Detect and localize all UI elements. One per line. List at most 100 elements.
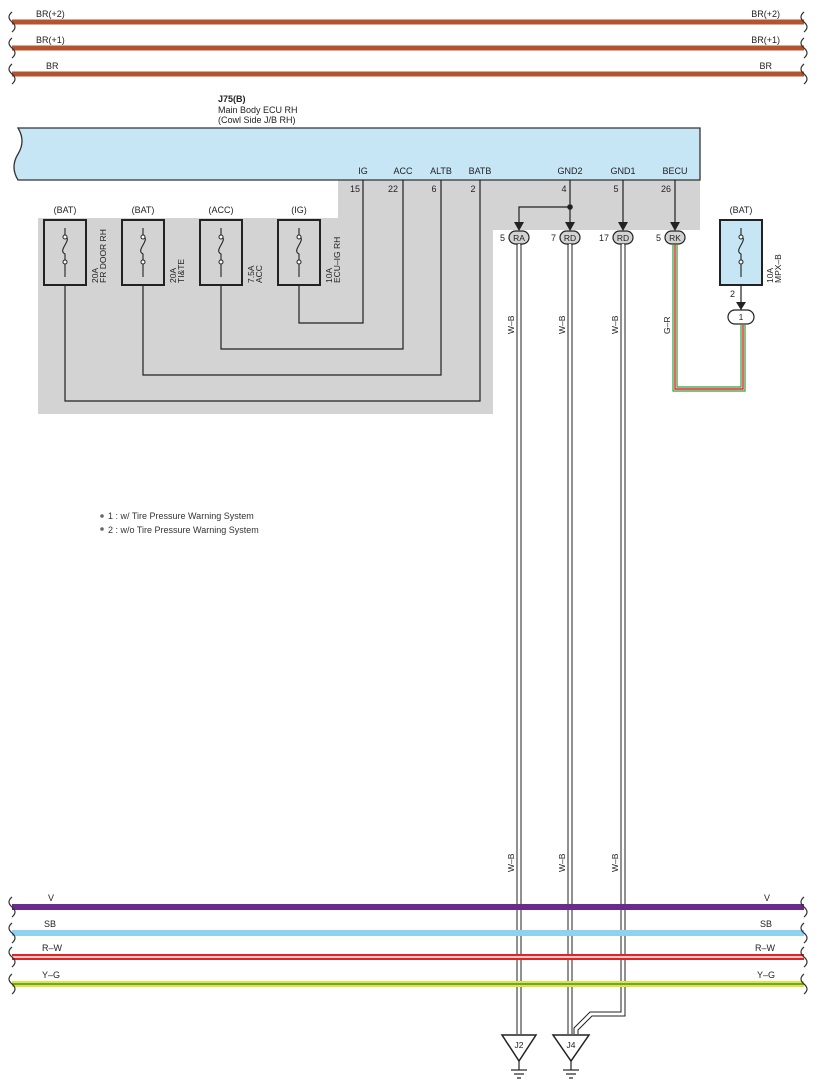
bus-label-right: BR(+1) [751,35,780,45]
pin-name-acc: ACC [393,166,413,176]
ground-label: J4 [567,1040,576,1050]
pin-num-batb: 2 [470,184,475,194]
pin-name-ig: IG [358,166,368,176]
wire-label-bottom: W–B [506,853,516,872]
wire-label-top: G–R [662,317,672,334]
ecu-body [13,127,701,181]
fuse-name: MPX–B [773,254,783,283]
ecu-code: J75(B) [218,94,246,104]
fuse-name: ACC [254,265,264,283]
bus-sb: SB SB [8,919,808,944]
wire-label-top: W–B [557,315,567,334]
fuse-terminal-icon [218,234,224,240]
wire-gnd2-branch [518,206,570,228]
pin-num-gnd2: 4 [561,184,566,194]
pin-name-becu: BECU [662,166,687,176]
ecu-sub: (Cowl Side J/B RH) [218,115,296,125]
fuse-terminal-icon [296,259,302,265]
fuse-terminal-icon [296,234,302,240]
bus-label-left: R–W [42,943,63,953]
arrow-down-icon [618,222,628,231]
connector-code: RA [513,233,525,243]
ecu-name: Main Body ECU RH [218,105,298,115]
fuse-amp: 20A [90,268,100,283]
pin-name-gnd2: GND2 [557,166,582,176]
bus-break-right [800,922,808,944]
fuse-terminal-icon [738,259,744,265]
pin-num-altb: 6 [431,184,436,194]
ground-triangle-icon [551,1034,591,1063]
ground-j4: J4 [551,1034,591,1079]
fuse-box [277,219,321,286]
fuse-amp: 10A [765,268,775,283]
connector-code: RK [669,233,681,243]
bus-br: BR BR [8,61,808,85]
bus-br-plus2: BR(+2) BR(+2) [8,9,808,33]
arrow-down-icon [565,222,575,231]
bus-label-right: Y–G [757,970,775,980]
bullet-icon [100,527,104,531]
fuse-box [121,219,165,286]
connector-pin: 17 [599,233,609,243]
connector-pin: 5 [500,233,505,243]
pin-name-batb: BATB [469,166,492,176]
bus-r-w: R–W R–W [8,943,808,968]
wire-labels: W–B W–B W–B G–R W–B W–B W–B [506,315,672,872]
bus-label-left: SB [44,919,56,929]
ground-wiring-top [518,180,676,228]
fuse-name: FR DOOR RH [98,229,108,283]
notes: 1 : w/ Tire Pressure Warning System 2 : … [100,511,259,535]
bus-label-left: BR(+2) [36,9,65,19]
bullet-icon [100,514,104,518]
internal-wiring [64,180,481,402]
bus-break-right [800,973,808,995]
ecu-pins: IG ACC ALTB BATB GND2 GND1 BECU 15 22 6 … [350,166,688,194]
pin-num-becu: 26 [661,184,671,194]
bus-break-left [8,37,16,59]
wire-gr [672,244,746,392]
bus-label-right: BR(+2) [751,9,780,19]
ground-j2: J2 [500,1034,538,1079]
fuse-supply: (BAT) [730,205,753,215]
ecu-title: J75(B) Main Body ECU RH (Cowl Side J/B R… [218,94,298,125]
fuse-fr-door-rh: (BAT) 20A FR DOOR RH [43,205,108,286]
junction-pill [727,309,755,325]
bus-break-right [800,37,808,59]
fuse-amp: 20A [168,268,178,283]
connector-rk: RK 5 [656,230,686,245]
note-2: 2 : w/o Tire Pressure Warning System [108,525,259,535]
wire-ig [298,180,364,324]
bus-label-right: BR [759,61,772,71]
fuse-terminal-icon [738,234,744,240]
wire-batb [64,180,481,402]
connector-pin: 7 [551,233,556,243]
fuse-name: TI&TE [176,259,186,283]
fuse-terminal-icon [140,234,146,240]
arrow-down-icon [736,302,746,310]
arrow-down-icon [514,222,524,231]
fuse-box [43,219,87,286]
junction-block-area [38,180,700,414]
note-1: 1 : w/ Tire Pressure Warning System [108,511,254,521]
pin-name-altb: ALTB [430,166,452,176]
bus-break-left [8,946,16,968]
fuse-acc: (ACC) 7.5A ACC [199,205,264,286]
fuse-ecu-ig-rh: (IG) 10A ECU–IG RH [277,205,342,286]
connector-code: RD [617,233,629,243]
fuse-terminal-icon [62,259,68,265]
wire-wb-rd-17 [573,244,626,1034]
fuse-ti-te: (BAT) 20A TI&TE [121,205,186,286]
bus-label-left: Y–G [42,970,60,980]
bus-label-left: BR(+1) [36,35,65,45]
fuse-amp: 7.5A [246,265,256,283]
fuse-terminal-icon [218,259,224,265]
connector-ra: RA 5 [500,230,530,245]
bus-break-left [8,922,16,944]
fuse-terminal-icon [62,234,68,240]
fuse-supply: (ACC) [209,205,234,215]
junction-label: 1 [739,312,744,322]
wire-label-bottom: W–B [610,853,620,872]
fuse-supply: (IG) [291,205,307,215]
wire-wb-rd-7 [567,244,573,1034]
